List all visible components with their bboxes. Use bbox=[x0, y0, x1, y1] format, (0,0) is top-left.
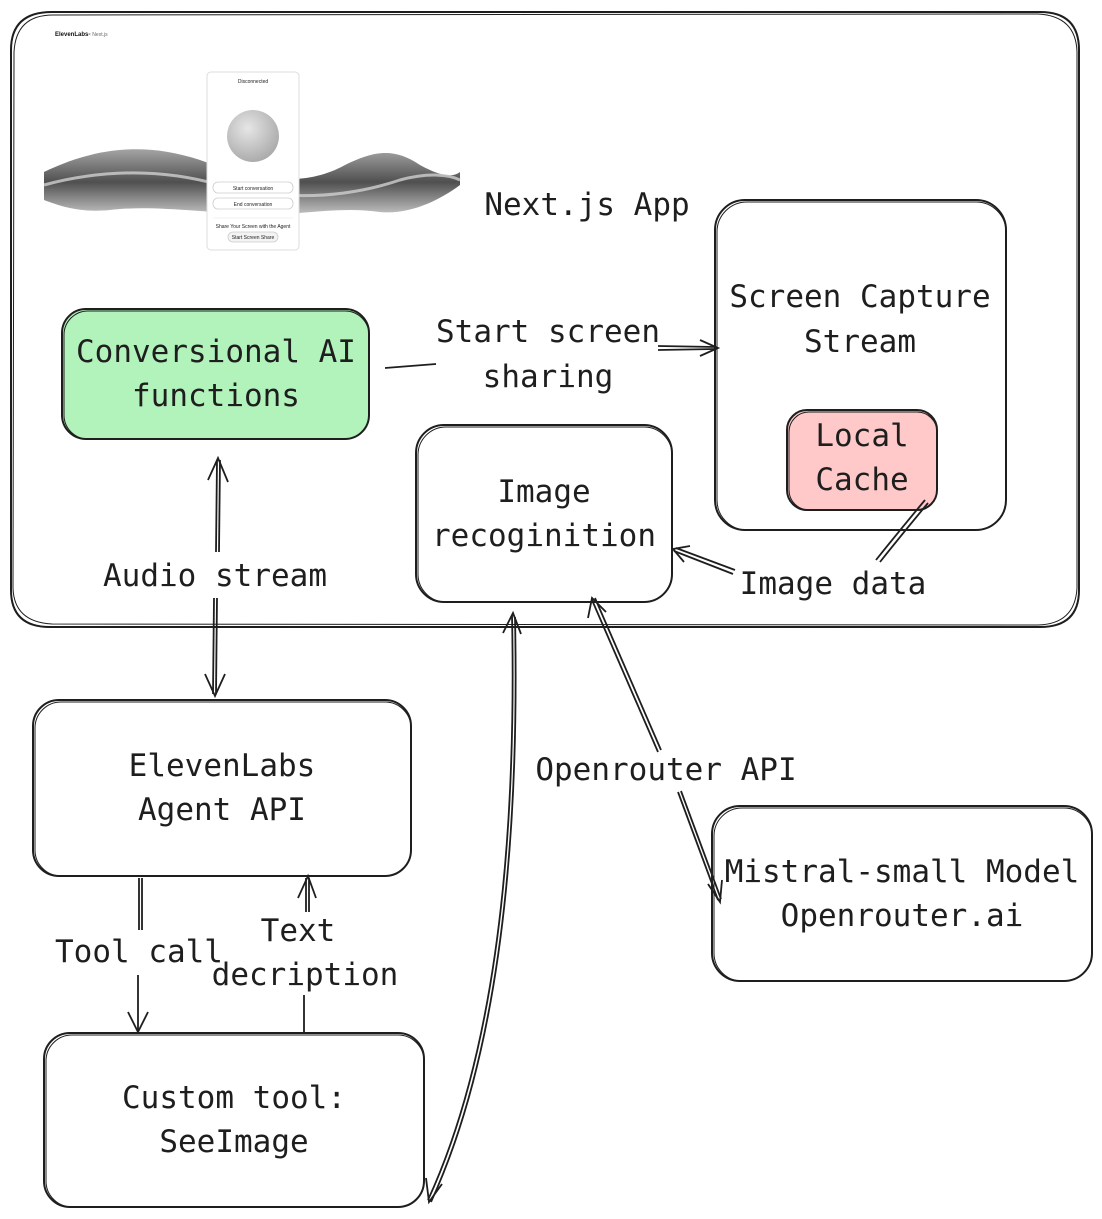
status-label: Disconnected bbox=[238, 79, 269, 85]
start-screen-share-button[interactable] bbox=[227, 231, 279, 243]
app-screenshot: ElevenLabs × Next.js Disconnected Start … bbox=[43, 32, 461, 251]
elevenlabs-line1: ElevenLabs bbox=[129, 748, 316, 784]
custom-tool-line2: SeeImage bbox=[159, 1124, 308, 1160]
screen-capture-node: Screen Capture Stream bbox=[714, 199, 1007, 531]
conversational-ai-line2: functions bbox=[132, 378, 300, 414]
start-conversation-label: Start conversation bbox=[233, 186, 274, 192]
start-screen-share-label: Start Screen Share bbox=[232, 235, 275, 241]
edge-openrouter-api bbox=[587, 596, 723, 905]
nextjs-app-title: Next.js App bbox=[484, 187, 689, 223]
edge-label-openrouter-api: Openrouter API bbox=[535, 752, 796, 788]
elevenlabs-node: ElevenLabs Agent API bbox=[32, 699, 412, 877]
edge-label-start-screen-line1: Start screen bbox=[436, 314, 660, 350]
edge-image-data bbox=[671, 499, 929, 575]
screenshot-brand: ElevenLabs bbox=[55, 32, 89, 38]
agent-orb bbox=[227, 110, 279, 162]
screen-capture-line1: Screen Capture bbox=[729, 279, 990, 315]
mistral-line1: Mistral-small Model bbox=[725, 854, 1080, 890]
elevenlabs-line2: Agent API bbox=[138, 792, 306, 828]
image-recognition-node: Image recoginition bbox=[415, 424, 673, 603]
local-cache-node: Local Cache bbox=[786, 409, 938, 511]
screen-capture-line2: Stream bbox=[804, 324, 916, 360]
image-recognition-line2: recoginition bbox=[432, 518, 656, 554]
share-screen-caption: Share Your Screen with the Agent bbox=[216, 224, 291, 230]
edge-audio-stream bbox=[204, 455, 229, 699]
edge-tool-call bbox=[127, 878, 149, 1035]
edge-custom-tool-to-image-recognition bbox=[425, 610, 522, 1205]
end-conversation-label: End conversation bbox=[234, 202, 273, 208]
conversational-ai-node: Conversional AI functions bbox=[61, 308, 370, 440]
screenshot-brand-suffix: × Next.js bbox=[88, 32, 108, 38]
edge-label-image-data: Image data bbox=[740, 566, 927, 602]
edge-text-description bbox=[297, 873, 317, 1032]
custom-tool-line1: Custom tool: bbox=[122, 1080, 346, 1116]
start-conversation-button[interactable] bbox=[212, 181, 294, 194]
edge-label-start-screen-line2: sharing bbox=[483, 359, 614, 395]
mistral-line2: Openrouter.ai bbox=[781, 898, 1024, 934]
edge-start-screen-sharing bbox=[384, 339, 721, 369]
custom-tool-node: Custom tool: SeeImage bbox=[43, 1032, 425, 1208]
conversational-ai-line1: Conversional AI bbox=[76, 334, 356, 370]
edge-label-tool-call: Tool call bbox=[55, 934, 223, 970]
nextjs-app-container bbox=[10, 11, 1080, 628]
local-cache-line2: Cache bbox=[815, 462, 908, 498]
end-conversation-button[interactable] bbox=[212, 197, 294, 210]
edge-label-text-description-line1: Text bbox=[261, 913, 336, 949]
image-recognition-line1: Image bbox=[497, 474, 590, 510]
edge-label-audio-stream: Audio stream bbox=[103, 558, 327, 594]
mistral-node: Mistral-small Model Openrouter.ai bbox=[711, 805, 1093, 982]
edge-label-text-description-line2: decription bbox=[212, 957, 399, 993]
local-cache-line1: Local bbox=[815, 418, 908, 454]
